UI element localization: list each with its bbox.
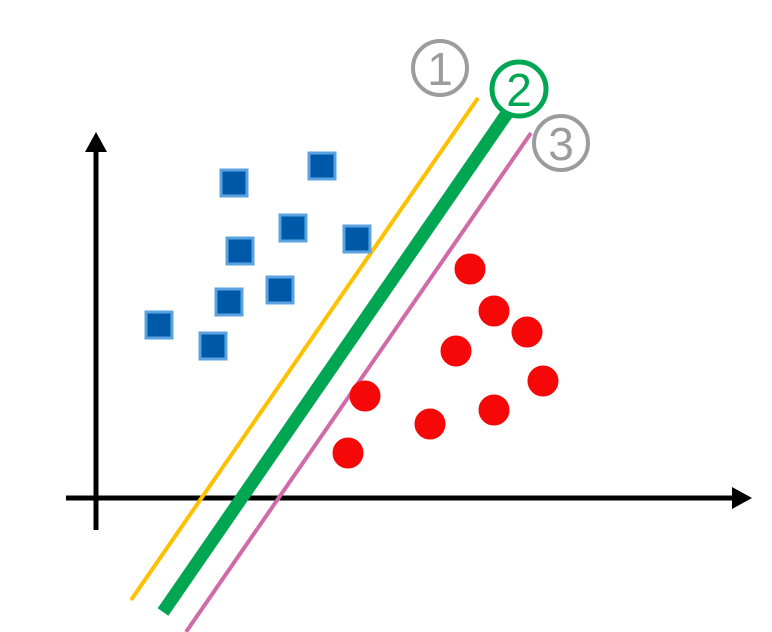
data-point-square[interactable] — [144, 310, 174, 340]
data-point-square[interactable] — [278, 213, 308, 243]
line-label-3[interactable]: 3 — [532, 114, 590, 172]
label-number-1: 1 — [427, 43, 453, 95]
data-point-square[interactable] — [219, 168, 249, 198]
decision-boundary-2[interactable] — [157, 108, 514, 616]
label-circle-outline-3 — [532, 114, 590, 172]
axes-group — [66, 132, 752, 530]
data-point-circle[interactable] — [349, 380, 381, 412]
data-point-square[interactable] — [265, 275, 295, 305]
data-point-circle[interactable] — [414, 408, 446, 440]
decision-boundary-1[interactable] — [129, 96, 480, 602]
line-label-1[interactable]: 1 — [411, 39, 469, 97]
series-1-points — [144, 151, 372, 361]
line-labels-group: 1 23 — [411, 39, 590, 172]
label-circle-outline-1 — [411, 39, 469, 97]
line-label-2[interactable]: 2 — [489, 59, 549, 119]
data-point-circle[interactable] — [478, 295, 510, 327]
data-point-circle[interactable] — [527, 365, 559, 397]
label-circle-outline-2 — [489, 59, 549, 119]
x-axis-arrow-icon — [732, 487, 752, 509]
data-point-circle[interactable] — [332, 437, 364, 469]
data-point-circle[interactable] — [440, 335, 472, 367]
series-2-points — [332, 253, 559, 469]
data-point-square[interactable] — [198, 331, 228, 361]
data-point-square[interactable] — [342, 224, 372, 254]
y-axis-arrow-icon — [85, 132, 107, 152]
data-points-group — [144, 151, 559, 469]
data-point-circle[interactable] — [511, 316, 543, 348]
data-point-square[interactable] — [214, 287, 244, 317]
data-point-circle[interactable] — [454, 253, 486, 285]
data-point-square[interactable] — [307, 151, 337, 181]
label-number-2: 2 — [506, 64, 532, 116]
label-number-3: 3 — [548, 118, 574, 170]
data-point-circle[interactable] — [478, 394, 510, 426]
data-point-square[interactable] — [225, 236, 255, 266]
